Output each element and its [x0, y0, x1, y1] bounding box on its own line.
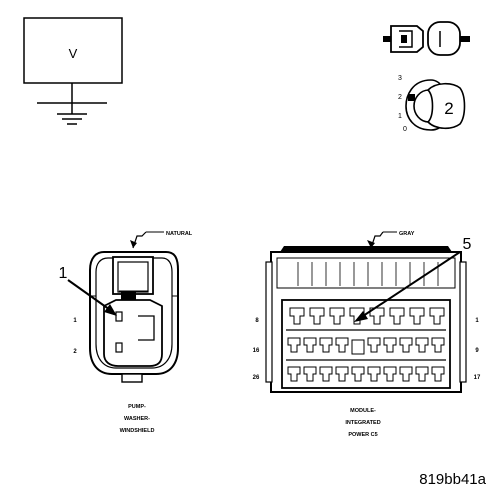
module-pin-1: 1	[475, 318, 479, 324]
pump-pin-1: 1	[73, 318, 77, 324]
pump-callout-arrow	[67, 279, 114, 313]
module-pin-9: 9	[475, 348, 479, 354]
cavity-row-2	[287, 337, 445, 355]
ignition-key-icon: 3 2 1 0 2	[398, 75, 466, 133]
pump-callout-number: 1	[59, 265, 68, 282]
module-callout-number: 5	[463, 236, 472, 253]
module-callout-arrow	[359, 251, 461, 319]
pump-connector-name-1: PUMP-	[128, 404, 146, 410]
connector-disconnect-icon	[383, 21, 470, 56]
key-position-0: 0	[403, 126, 407, 133]
pump-pin-2: 2	[73, 349, 77, 355]
module-connector-color: GRAY	[399, 231, 415, 237]
pump-connector-color: NATURAL	[166, 231, 193, 237]
cavity-row-3	[287, 366, 445, 382]
voltmeter-symbol: V	[23, 17, 123, 125]
key-position-2: 2	[398, 94, 402, 101]
voltmeter-label: V	[69, 46, 78, 61]
key-label: 2	[444, 99, 453, 118]
key-position-1: 1	[398, 113, 402, 120]
ground-icon	[57, 103, 87, 125]
module-connector-name-1: MODULE-	[350, 408, 376, 414]
module-connector-name-3: POWER C5	[348, 432, 377, 438]
module-power-connector: GRAY	[253, 231, 481, 438]
module-pin-26: 26	[253, 375, 260, 381]
figure-id: 819bb41a	[419, 471, 486, 488]
cavity-row-1	[289, 307, 445, 325]
pump-connector-name-2: WASHER-	[124, 416, 150, 422]
module-pin-17: 17	[474, 375, 481, 381]
module-connector-name-2: INTEGRATED	[345, 420, 380, 426]
pump-washer-connector: NATURAL 1 1 2 PUMP- WASHER- WINDSHIELD	[59, 231, 193, 434]
module-pin-16: 16	[253, 348, 260, 354]
key-position-3: 3	[398, 75, 402, 82]
module-pin-8: 8	[255, 318, 259, 324]
pump-connector-name-3: WINDSHIELD	[120, 428, 155, 434]
